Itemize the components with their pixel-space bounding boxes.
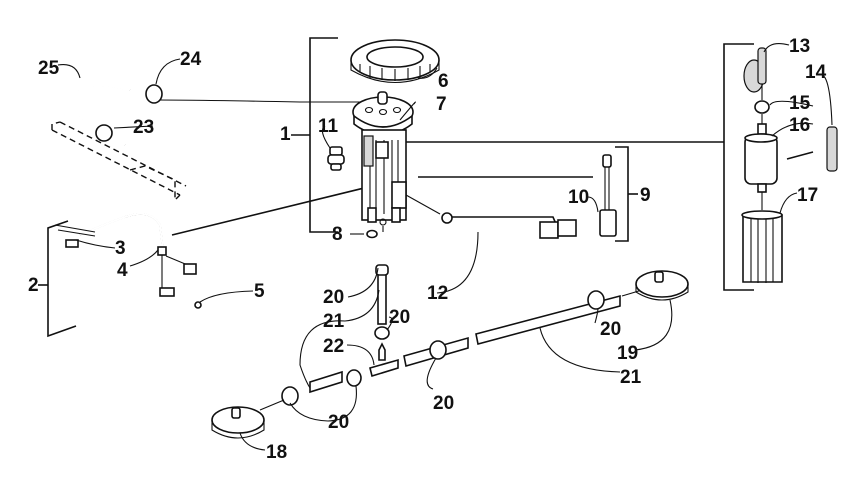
fuel-pickup-18: [211, 406, 265, 439]
callout-25: 25: [38, 58, 60, 79]
callout-24: 24: [180, 49, 202, 70]
callout-15: 15: [789, 93, 811, 114]
callout-20-mid: 20: [389, 307, 410, 328]
washer: [366, 229, 378, 239]
sensor: [599, 154, 617, 237]
callout-13: 13: [789, 36, 810, 57]
wire-harness-2: [54, 212, 202, 309]
fuel-pump-module: [352, 91, 414, 232]
callout-3: 3: [115, 238, 126, 259]
fitting: [327, 146, 345, 171]
lock-ring: [350, 39, 440, 84]
ref-line-24: [157, 99, 370, 103]
callout-7: 7: [436, 94, 447, 115]
callout-5: 5: [254, 281, 265, 302]
fuel-pickup-19: [635, 270, 689, 301]
callout-19: 19: [617, 343, 638, 364]
callout-20-top: 20: [323, 287, 344, 308]
callout-20-lower: 20: [433, 393, 454, 414]
callout-22: 22: [323, 336, 344, 357]
callout-10: 10: [568, 187, 589, 208]
bracket-right: [405, 43, 754, 291]
fuel-line-assembly: [259, 264, 643, 411]
callout-8: 8: [332, 224, 343, 245]
callout-4: 4: [117, 260, 128, 281]
mounting-bracket: [51, 121, 187, 202]
callout-14: 14: [805, 62, 827, 83]
callout-18: 18: [266, 442, 287, 463]
callout-21-right: 21: [620, 367, 642, 388]
callout-20-right: 20: [600, 319, 621, 340]
callout-6: 6: [438, 71, 449, 92]
bracket-9: [615, 146, 638, 242]
callout-21-left: 21: [323, 311, 345, 332]
leader-lines: [57, 43, 833, 451]
grommet: [754, 100, 770, 114]
callout-16: 16: [789, 115, 810, 136]
bracket-1: [291, 37, 338, 233]
pump-filter: [741, 210, 783, 283]
pump-motor: [744, 123, 778, 193]
bracket-2: [38, 220, 77, 338]
strainer-coil: [743, 47, 767, 93]
ref-line-16: [786, 151, 814, 160]
spring: [826, 126, 838, 172]
callout-1: 1: [280, 124, 291, 145]
callout-12: 12: [427, 283, 448, 304]
wire-harness-12: [405, 194, 577, 239]
callout-2: 2: [28, 275, 39, 296]
callout-9: 9: [640, 185, 651, 206]
callout-17: 17: [797, 185, 818, 206]
callout-20-bottom: 20: [328, 412, 349, 433]
callout-23: 23: [133, 117, 154, 138]
callout-11: 11: [318, 116, 339, 137]
vent-hose: [69, 83, 163, 147]
